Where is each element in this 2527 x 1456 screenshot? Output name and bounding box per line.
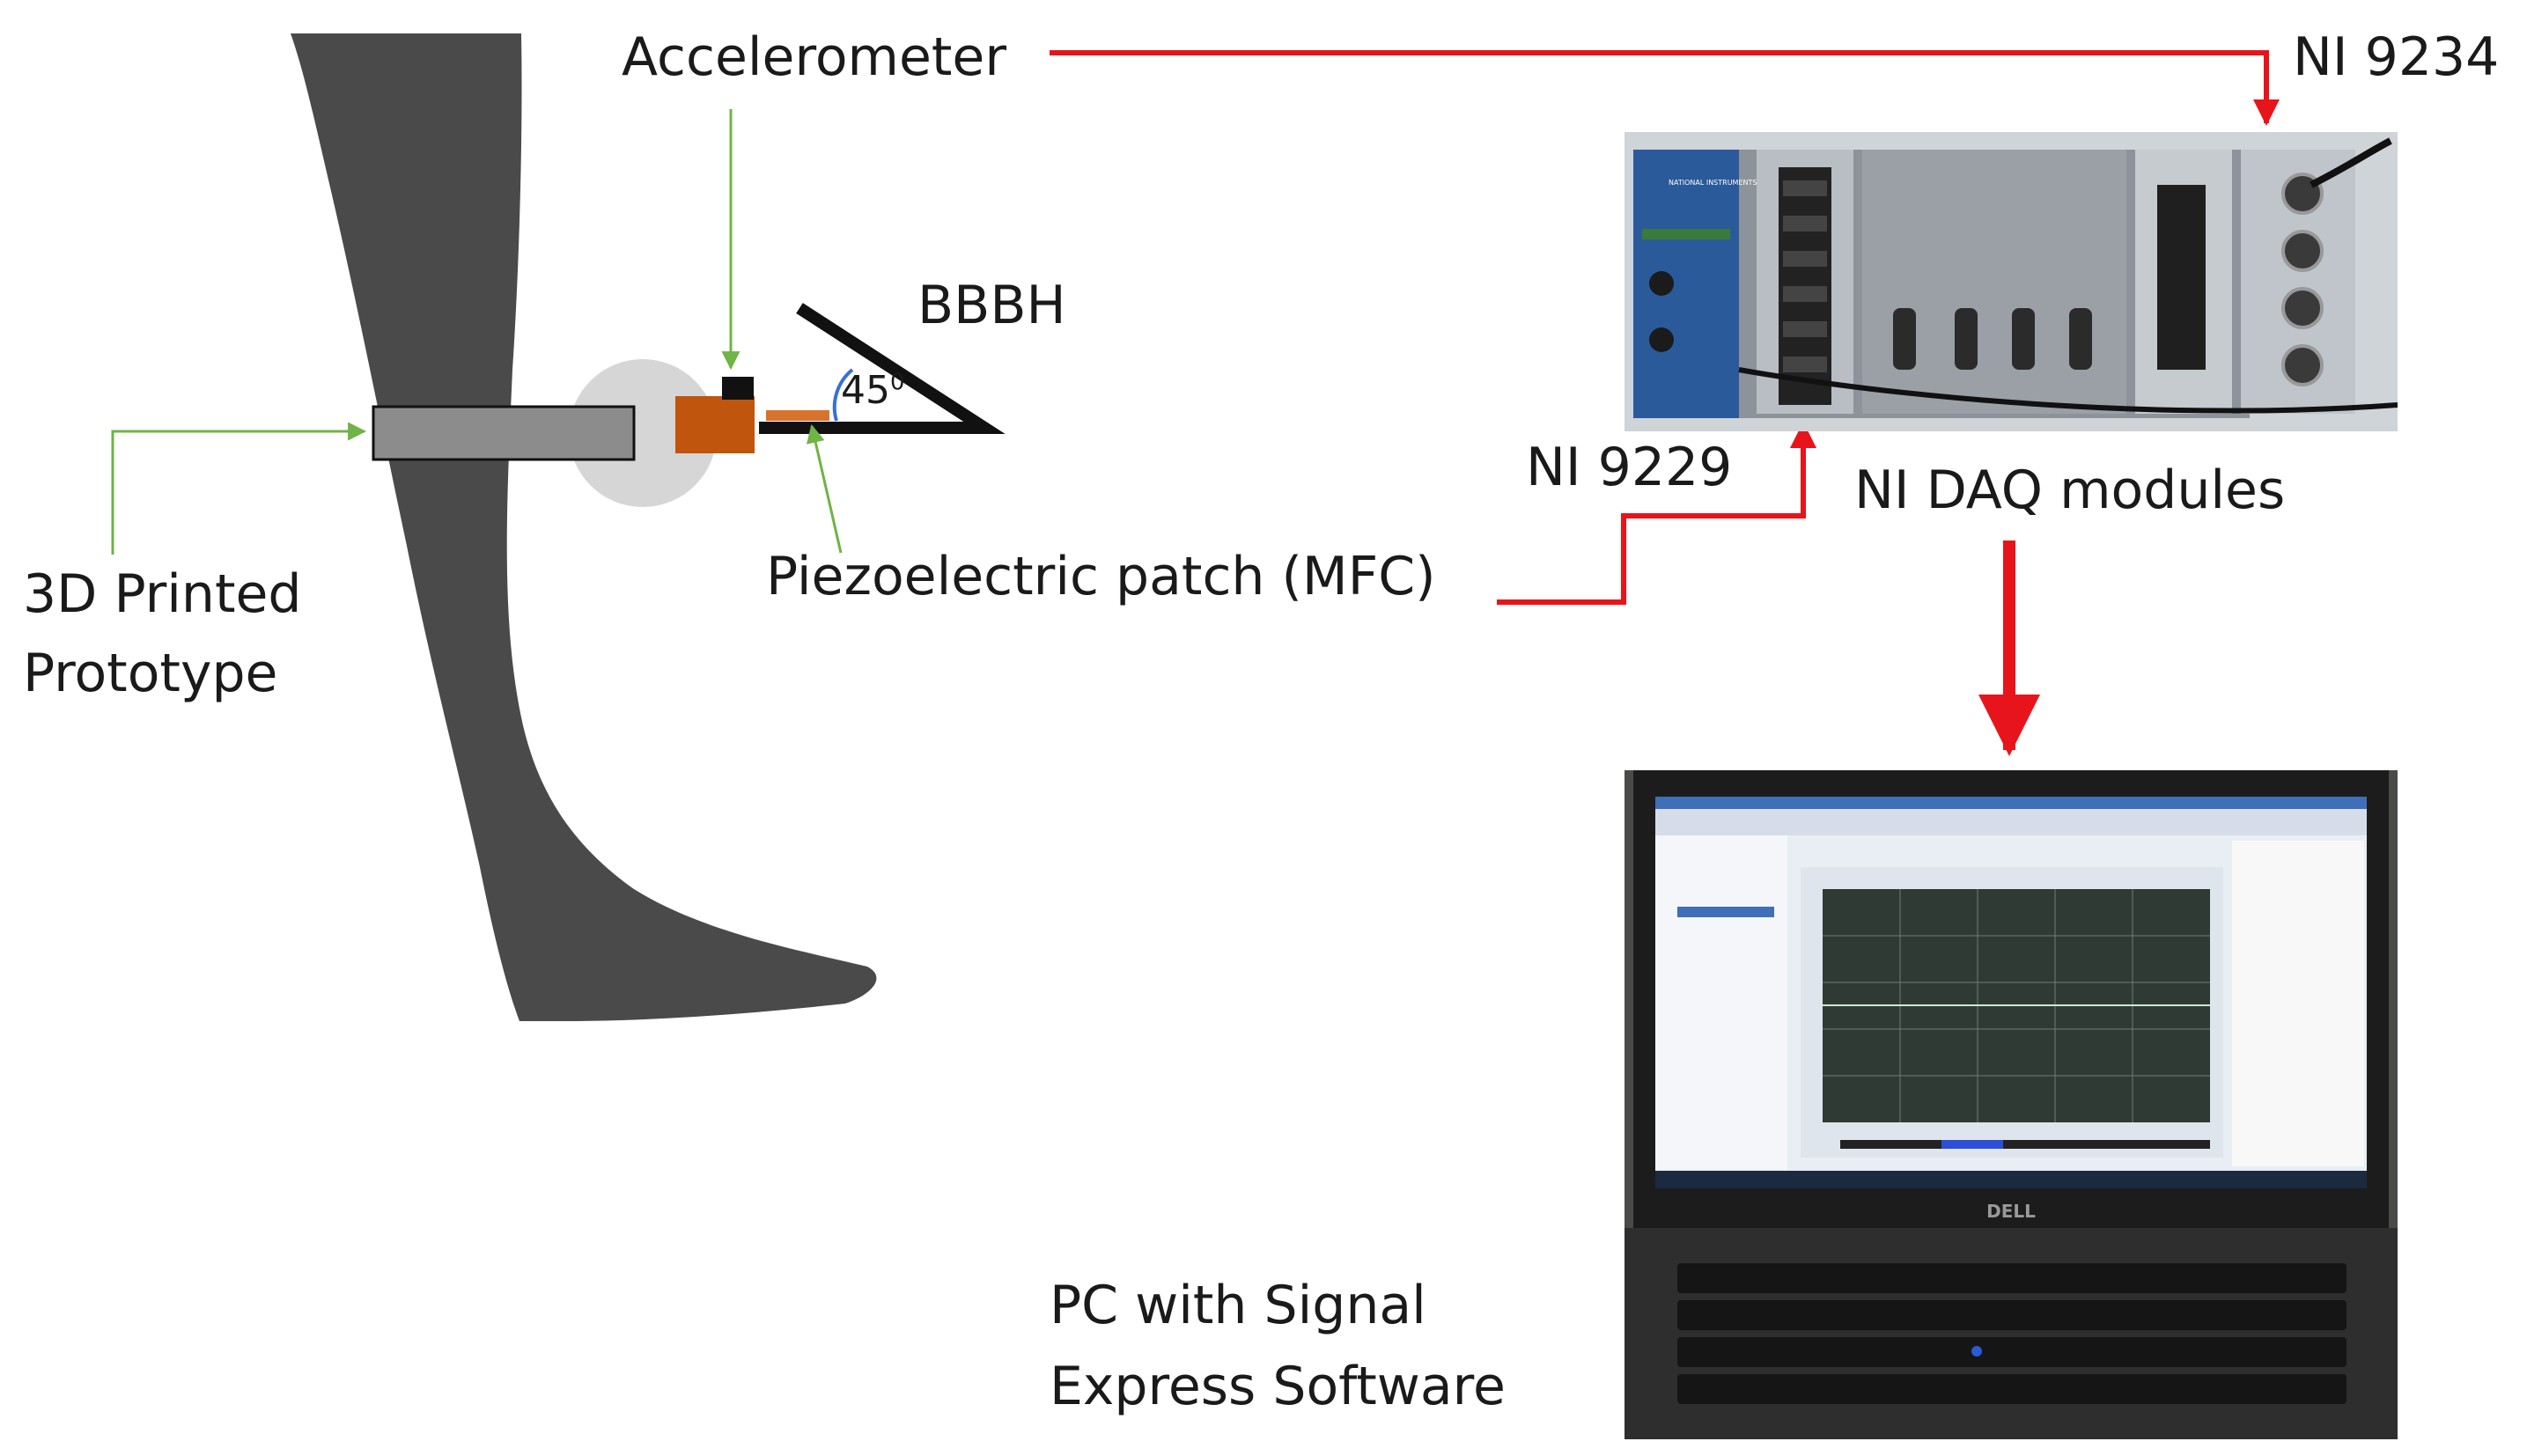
printed-prototype-label-line1: 3D Printed <box>23 563 302 625</box>
angle-unit: 0 <box>890 369 905 396</box>
ni-9229-label: NI 9229 <box>1526 437 1733 498</box>
bbbh-beam <box>759 303 1006 434</box>
accelerometer-sensor <box>722 377 754 400</box>
empty-slots <box>1862 150 2126 414</box>
pc-label-line1: PC with Signal <box>1050 1275 1426 1336</box>
accelerometer-to-ni9234-arrow <box>1050 50 2280 126</box>
printed-prototype-bar <box>372 405 636 461</box>
prototype-pointer <box>111 422 367 555</box>
laptop-base <box>1624 1228 2398 1439</box>
leg-silhouette <box>291 33 877 1021</box>
leg-schematic <box>111 33 1006 1021</box>
accelerometer-label: Accelerometer <box>622 26 1006 88</box>
piezo-patch <box>766 410 829 421</box>
bbbh-label: BBBH <box>917 275 1066 336</box>
piezo-patch-label: Piezoelectric patch (MFC) <box>766 546 1436 607</box>
angle-label: 450 <box>841 368 905 414</box>
controller-unit <box>1633 150 1739 418</box>
daq-modules-label: NI DAQ modules <box>1854 460 2286 521</box>
ni-brand-text: NATIONAL INSTRUMENTS <box>1669 179 1757 187</box>
laptop-brand-text: DELL <box>1986 1201 2036 1222</box>
piezo-to-ni9229-arrow <box>1497 422 1816 605</box>
accelerometer-body <box>675 396 755 453</box>
pc-label-line2: Express Software <box>1050 1356 1506 1417</box>
angle-value: 45 <box>841 368 890 413</box>
piezo-pointer <box>806 423 843 554</box>
keyboard <box>1677 1263 2346 1404</box>
printed-prototype-label-line2: Prototype <box>23 643 278 704</box>
daq-modules-photo: NATIONAL INSTRUMENTS <box>1624 132 2398 431</box>
laptop-photo: DELL <box>1624 770 2398 1439</box>
ni-9234-label: NI 9234 <box>2293 26 2500 88</box>
angle-arc <box>832 368 854 422</box>
